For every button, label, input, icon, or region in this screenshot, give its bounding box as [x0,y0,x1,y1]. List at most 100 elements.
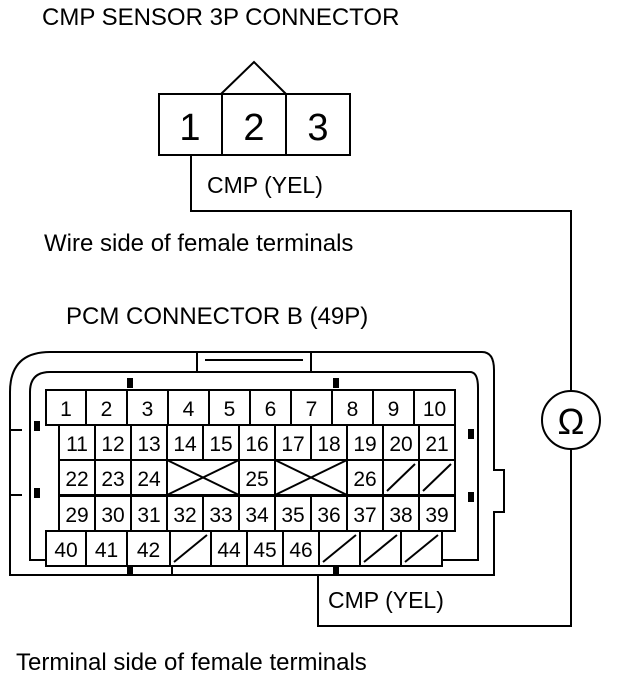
pcm-pin-label: 2 [101,398,113,421]
pcm-cell-frame [413,389,456,426]
pcm-pin-label: 25 [245,468,268,491]
pcm-terminal-1: 1 [45,389,87,426]
pcm-pin-label: 35 [281,504,304,527]
pcm-terminal-21: 21 [418,424,456,461]
pcm-cell-frame [85,530,128,567]
pcm-cell-frame [238,495,276,532]
pcm-terminal-9: 9 [372,389,415,426]
pcm-empty-cavity [318,530,361,567]
pcm-pin-label: 32 [173,504,196,527]
pcm-terminal-46: 46 [282,530,320,567]
pcm-pin-label: 17 [281,433,304,456]
pcm-pin-label: 18 [317,433,340,456]
pcm-terminal-25: 25 [238,459,276,496]
pcm-pin-label: 38 [389,504,412,527]
pcm-pin-label: 40 [54,539,77,562]
sensor-pin-3: 3 [307,107,328,149]
pcm-cell-frame [210,530,248,567]
pcm-pin-label: 26 [353,468,376,491]
pcm-terminal-15: 15 [202,424,240,461]
pcm-terminal-30: 30 [94,495,132,532]
slash-mark [173,534,208,563]
pcm-cell-frame [126,530,171,567]
pcm-terminal-3: 3 [126,389,169,426]
pcm-empty-cavity [166,459,240,496]
cmp-wire-pcm [317,449,572,627]
pcm-terminal-45: 45 [246,530,284,567]
pcm-pin-label: 1 [60,398,72,421]
pcm-pin-label: 36 [317,504,340,527]
pcm-pin-label: 10 [423,398,446,421]
slash-mark [322,534,357,563]
pcm-pin-label: 37 [353,504,376,527]
pcm-pin-label: 11 [66,433,88,456]
pcm-terminal-29: 29 [58,495,96,532]
slash-mark [404,534,439,563]
pcm-cell-frame [94,495,132,532]
pcm-terminal-18: 18 [310,424,348,461]
pcm-terminal-40: 40 [45,530,87,567]
pcm-terminal-8: 8 [331,389,374,426]
pcm-terminal-5: 5 [208,389,251,426]
pcm-pin-label: 14 [173,433,197,456]
pcm-pin-label: 9 [388,398,400,421]
pcm-terminal-35: 35 [274,495,312,532]
pcm-pin-label: 45 [253,539,276,562]
pcm-cell-frame [274,424,312,461]
pcm-terminal-11: 11 [58,424,96,461]
pcm-terminal-10: 10 [413,389,456,426]
pcm-pin-label: 31 [137,504,160,527]
pcm-pin-label: 6 [265,398,277,421]
pcm-cell-frame [418,424,456,461]
slash-mark [422,463,452,492]
pcm-cell-frame [166,495,204,532]
pcm-terminal-14: 14 [166,424,204,461]
pcm-terminal-22: 22 [58,459,96,496]
slash-mark [386,463,416,492]
pcm-pin-label: 20 [389,433,412,456]
housing-markers [34,378,474,576]
pcm-pin-label: 19 [353,433,376,456]
pcm-empty-cavity [418,459,456,496]
sensor-caption: Wire side of female terminals [44,230,354,257]
pcm-empty-cavity [359,530,402,567]
pcm-terminal-38: 38 [382,495,420,532]
pcm-empty-cavity [400,530,443,567]
pcm-terminal-16: 16 [238,424,276,461]
pcm-terminal-37: 37 [346,495,384,532]
pcm-pin-label: 24 [137,468,161,491]
pcm-caption: Terminal side of female terminals [16,649,367,676]
pcm-terminal-17: 17 [274,424,312,461]
pcm-cell-frame [372,389,415,426]
pcm-terminal-4: 4 [167,389,210,426]
sensor-connector [158,60,351,156]
pcm-pin-label: 30 [101,504,124,527]
pcm-terminal-41: 41 [85,530,128,567]
pcm-pin-label: 3 [142,398,154,421]
pcm-cell-frame [238,459,276,496]
pcm-terminal-6: 6 [249,389,292,426]
pcm-cell-frame [94,459,132,496]
sensor-connector-title: CMP SENSOR 3P CONNECTOR [42,4,400,31]
pcm-pin-label: 21 [425,433,448,456]
pcm-empty-cavity [274,459,348,496]
pcm-terminal-36: 36 [310,495,348,532]
pcm-terminal-34: 34 [238,495,276,532]
pcm-empty-cavity [382,459,420,496]
pcm-pin-label: 33 [209,504,232,527]
pcm-pin-label: 4 [183,398,195,421]
connector-lock-tab [220,60,287,95]
pcm-pin-label: 5 [224,398,236,421]
cross-mark [166,459,240,496]
slash-mark [363,534,398,563]
pcm-pin-label: 22 [65,468,88,491]
pcm-terminal-20: 20 [382,424,420,461]
pcm-terminal-24: 24 [130,459,168,496]
pcm-pin-label: 13 [137,433,160,456]
pcm-terminal-13: 13 [130,424,168,461]
pcm-terminal-44: 44 [210,530,248,567]
sensor-pin-1: 1 [179,107,200,149]
ohmmeter: Ω [541,390,601,450]
